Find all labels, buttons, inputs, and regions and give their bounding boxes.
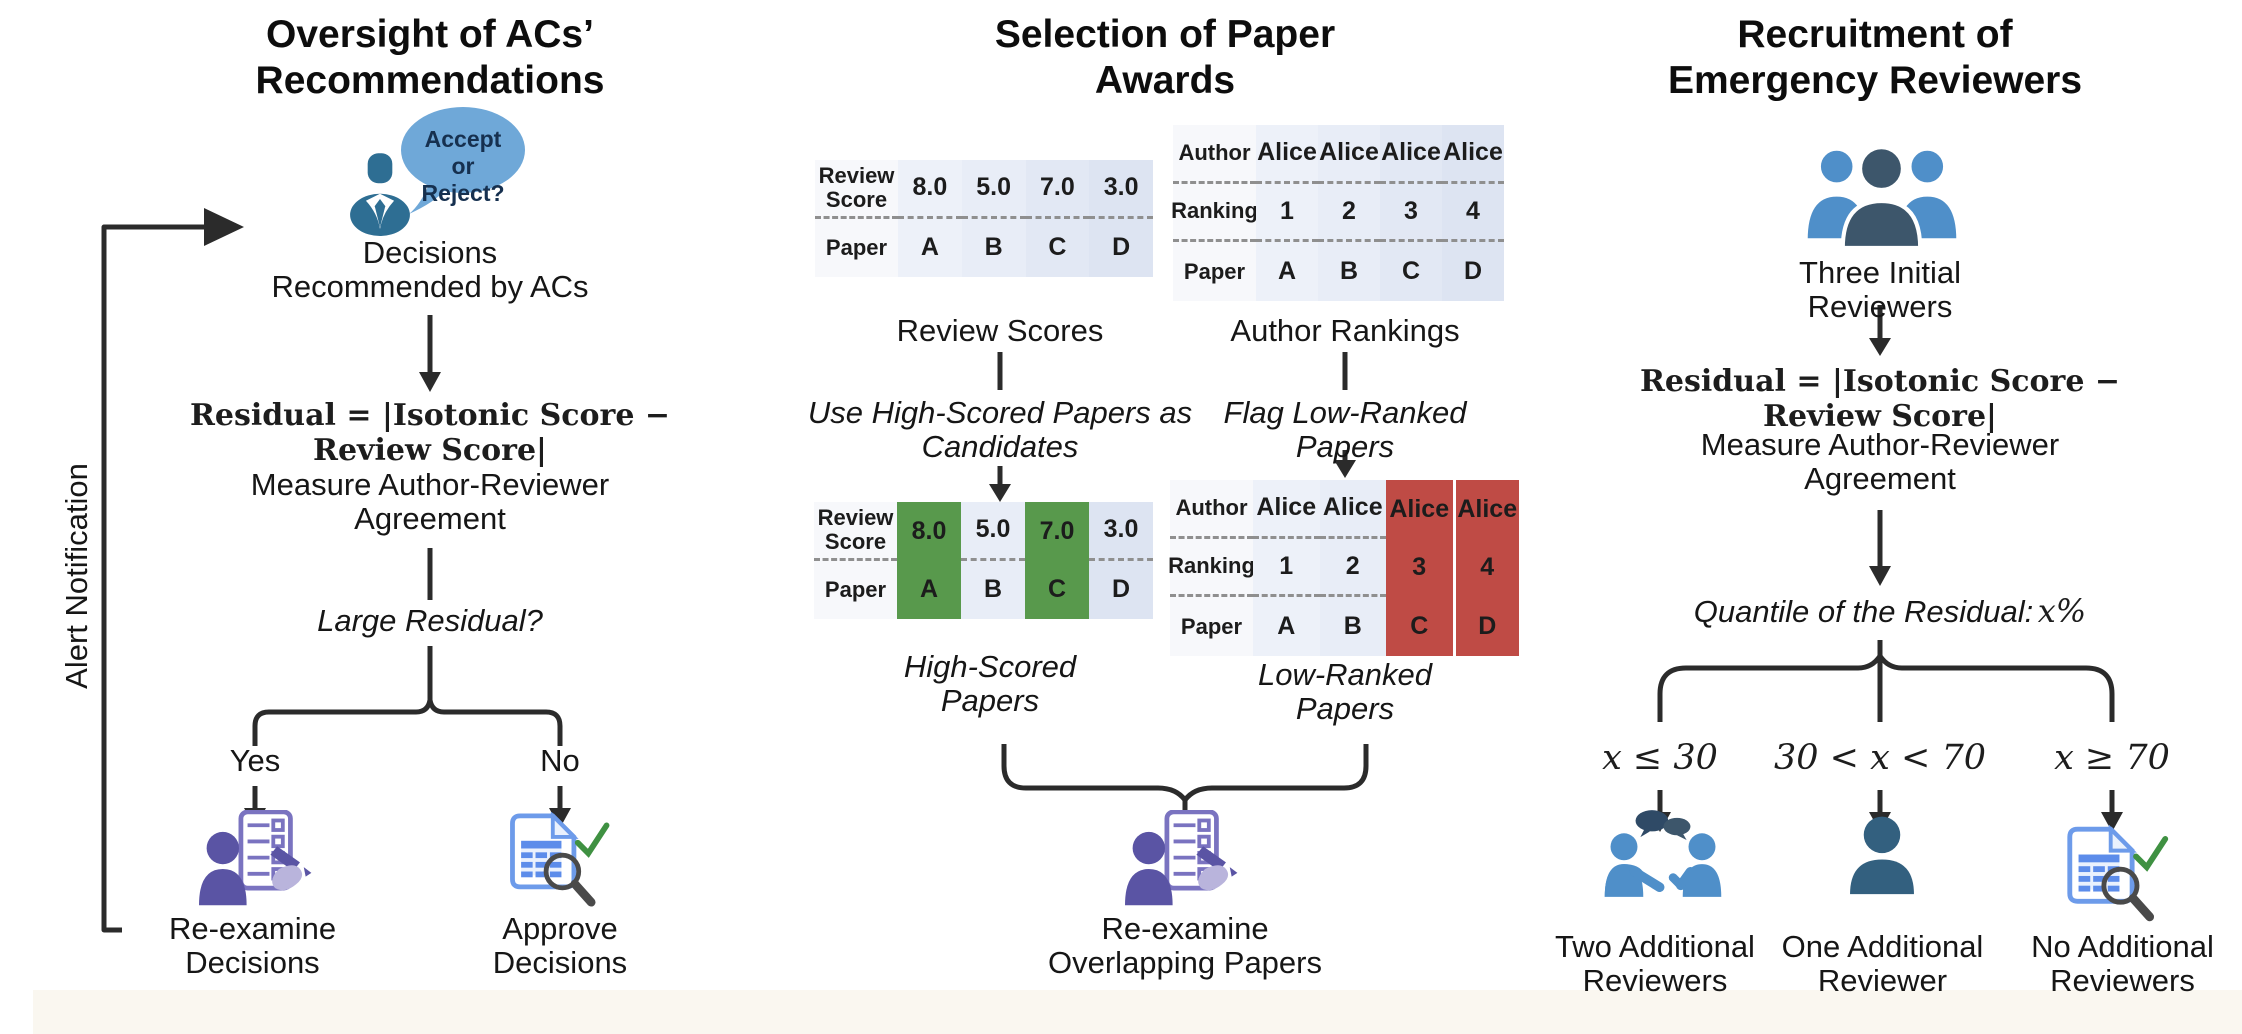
alert-notification-label: Alert Notification bbox=[59, 463, 94, 689]
table-cell: 3 bbox=[1386, 538, 1453, 598]
table-cell: A bbox=[898, 218, 962, 277]
three-reviewers-icon bbox=[1804, 145, 1960, 250]
table-row-label: Ranking bbox=[1171, 183, 1258, 243]
table-cell: 4 bbox=[1452, 538, 1519, 598]
table-cell: A bbox=[1253, 597, 1320, 656]
no-branch-label: No bbox=[540, 743, 580, 778]
table-cell: Alice bbox=[1253, 480, 1320, 539]
table-cell: A bbox=[1256, 242, 1318, 301]
table-cell: D bbox=[1442, 242, 1504, 301]
condition-x-ge-70: x ≥ 70 bbox=[2054, 738, 2170, 778]
table-cell: 8.0 bbox=[897, 502, 961, 561]
table-cell: 7.0 bbox=[1025, 160, 1090, 219]
table-cell: 8.0 bbox=[898, 160, 962, 219]
table-cell: Alice bbox=[1256, 125, 1318, 184]
table-cell: C bbox=[1380, 242, 1442, 301]
table-cell: B bbox=[961, 218, 1026, 277]
table-cell: C bbox=[1025, 560, 1089, 619]
col1-title: Oversight of ACs’ Recommendations bbox=[255, 13, 605, 102]
table-row-label: Author bbox=[1173, 125, 1256, 184]
table-cell: 1 bbox=[1253, 538, 1320, 598]
table-cell: Alice bbox=[1380, 125, 1442, 184]
approve-decisions-label: Approve Decisions bbox=[492, 911, 628, 980]
one-reviewer-icon bbox=[1850, 816, 1914, 895]
table-cell: Alice bbox=[1318, 125, 1380, 184]
table-cell: 5.0 bbox=[961, 502, 1025, 561]
area-chair-person-icon bbox=[350, 153, 410, 236]
high-scored-papers-caption: High-Scored Papers bbox=[903, 649, 1077, 718]
table-cell: 2 bbox=[1319, 538, 1386, 598]
table-cell: Alice bbox=[1386, 480, 1453, 539]
table-cell: D bbox=[1089, 218, 1153, 277]
table-cell: B bbox=[1319, 597, 1386, 656]
table-cell: 3.0 bbox=[1089, 160, 1153, 219]
three-initial-reviewers-label: Three Initial Reviewers bbox=[1799, 255, 1961, 324]
table-row-label: Ranking bbox=[1168, 538, 1255, 598]
table-row-label: Review Score bbox=[815, 160, 898, 219]
document-check-magnifier-icon bbox=[2067, 824, 2169, 922]
table-cell: 2 bbox=[1318, 183, 1380, 243]
alert-loop-line bbox=[101, 224, 204, 933]
table-row-label: Review Score bbox=[814, 502, 897, 561]
col2-title: Selection of Paper Awards bbox=[994, 13, 1336, 102]
table-row-label: Paper bbox=[814, 560, 897, 619]
residual-formula-col1: Residual = |Isotonic Score − Review Scor… bbox=[190, 398, 670, 468]
two-additional-reviewers-label: Two Additional Reviewers bbox=[1555, 929, 1755, 998]
table-cell: 3 bbox=[1380, 183, 1442, 243]
condition-x-le-30: x ≤ 30 bbox=[1602, 738, 1718, 778]
decisions-recommended-label: Decisions Recommended by ACs bbox=[271, 235, 589, 304]
table-cell: Alice bbox=[1442, 125, 1504, 184]
table-cell: B bbox=[961, 560, 1025, 619]
speech-bubble-icon bbox=[401, 107, 525, 214]
bottom-cream-strip bbox=[33, 990, 2242, 1034]
table-cell: C bbox=[1025, 218, 1090, 277]
reexamine-person-checklist-icon bbox=[199, 810, 312, 906]
large-residual-label: Large Residual? bbox=[317, 603, 543, 638]
reexamine-decisions-label: Re-examine Decisions bbox=[168, 911, 337, 980]
no-additional-reviewers-label: No Additional Reviewers bbox=[2031, 929, 2214, 998]
col3-title: Recruitment of Emergency Reviewers bbox=[1667, 13, 2083, 102]
table-row-label: Paper bbox=[1173, 242, 1256, 301]
table-cell: 5.0 bbox=[961, 160, 1026, 219]
speech-bubble-text: Accept or Reject? bbox=[421, 126, 505, 206]
table-row-label: Paper bbox=[815, 218, 898, 277]
table-cell: Alice bbox=[1452, 480, 1519, 539]
table-cell: D bbox=[1089, 560, 1153, 619]
reexamine-person-checklist-icon bbox=[1125, 810, 1238, 906]
table-cell: 7.0 bbox=[1025, 502, 1089, 561]
condition-30-x-70: 30 < x < 70 bbox=[1774, 738, 1986, 778]
measure-agreement-label-col1: Measure Author-Reviewer Agreement bbox=[250, 467, 610, 536]
table-cell: Alice bbox=[1319, 480, 1386, 539]
use-high-scored-caption: Use High-Scored Papers as Candidates bbox=[807, 395, 1193, 464]
document-check-magnifier-icon bbox=[510, 812, 610, 907]
table-cell: 1 bbox=[1256, 183, 1318, 243]
flag-low-ranked-caption: Flag Low-Ranked Papers bbox=[1223, 395, 1467, 464]
table-cell: 4 bbox=[1442, 183, 1504, 243]
residual-formula-col3: Residual = |Isotonic Score − Review Scor… bbox=[1640, 364, 2120, 434]
table-cell: 3.0 bbox=[1089, 502, 1153, 561]
author-rankings-caption: Author Rankings bbox=[1230, 313, 1460, 348]
table-row-label: Paper bbox=[1170, 597, 1253, 656]
one-additional-reviewer-label: One Additional Reviewer bbox=[1781, 929, 1984, 998]
table-cell: B bbox=[1318, 242, 1380, 301]
review-scores-caption: Review Scores bbox=[896, 313, 1104, 348]
table-row-label: Author bbox=[1170, 480, 1253, 539]
yes-branch-label: Yes bbox=[229, 743, 281, 778]
reexamine-overlapping-label: Re-examine Overlapping Papers bbox=[1048, 911, 1322, 980]
quantile-residual-label: Quantile of the Residual: x% bbox=[1693, 592, 2087, 630]
table-cell: A bbox=[897, 560, 961, 619]
table-cell: C bbox=[1386, 597, 1453, 656]
two-reviewers-discussion-icon bbox=[1604, 810, 1722, 897]
measure-agreement-label-col3: Measure Author-Reviewer Agreement bbox=[1700, 427, 2060, 496]
low-ranked-papers-caption: Low-Ranked Papers bbox=[1257, 657, 1433, 726]
table-cell: D bbox=[1452, 597, 1519, 656]
